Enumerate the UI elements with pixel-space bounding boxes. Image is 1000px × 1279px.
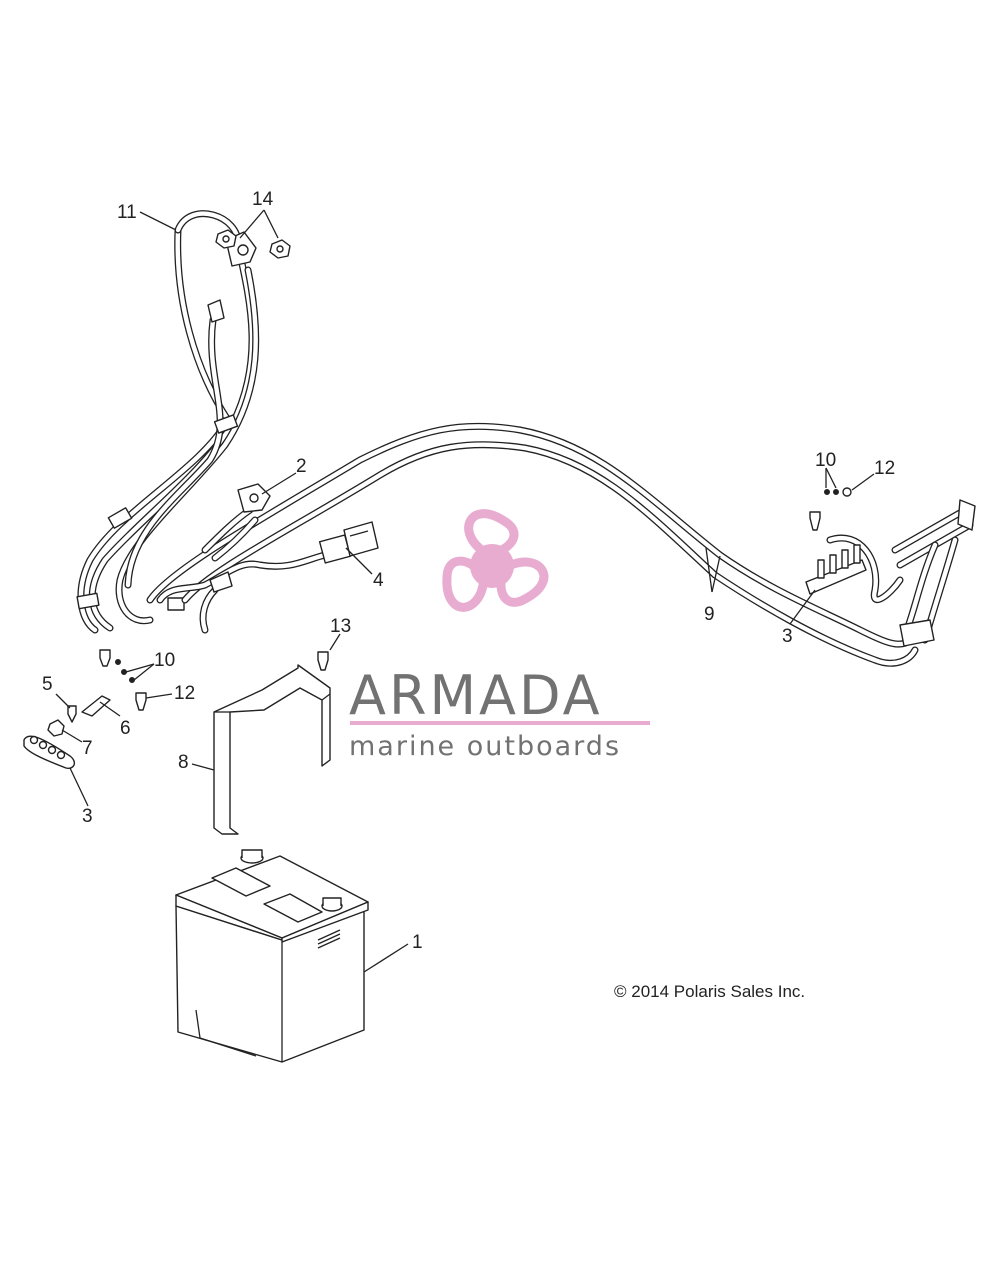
- callout-12-right: 12: [874, 458, 895, 479]
- callout-4: 4: [373, 570, 384, 591]
- terminal-studs-left: [29, 735, 66, 760]
- watermark-tagline: marine outboards: [349, 731, 621, 762]
- callout-13: 13: [330, 616, 351, 637]
- callout-3-left: 3: [82, 806, 93, 827]
- callout-9: 9: [704, 604, 715, 625]
- cable-4: [156, 521, 379, 634]
- callout-8: 8: [178, 752, 189, 773]
- terminal-studs-right: [817, 544, 861, 579]
- battery-bracket-8: [213, 651, 331, 835]
- watermark-brand: ARMADA: [349, 664, 603, 727]
- callout-10-left: 10: [154, 650, 175, 671]
- cable-9: [146, 422, 919, 667]
- callout-2: 2: [296, 456, 307, 477]
- leader-lines: [55, 209, 875, 973]
- watermark: ARMADA marine outboards: [349, 509, 650, 762]
- callout-7: 7: [82, 738, 93, 759]
- nut-14: [215, 229, 291, 259]
- callout-12-left: 12: [174, 683, 195, 704]
- callout-14: 14: [252, 189, 274, 210]
- watermark-divider: [350, 721, 650, 725]
- cable-2: [201, 483, 271, 562]
- copyright-notice: © 2014 Polaris Sales Inc.: [614, 982, 805, 1001]
- battery-1: [175, 849, 369, 1063]
- callout-5: 5: [42, 674, 53, 695]
- callout-6: 6: [120, 718, 131, 739]
- right-assembly: [805, 487, 976, 647]
- left-small-parts: [23, 649, 147, 770]
- propeller-logo-icon: [442, 509, 549, 612]
- callout-1: 1: [412, 932, 423, 953]
- callout-11: 11: [117, 202, 137, 223]
- callout-3-right: 3: [782, 626, 793, 647]
- callouts: 1 2 3 3 4 5 6 7 8 9 10 10 11 12 12 13 14: [42, 189, 895, 953]
- callout-10-right: 10: [815, 450, 836, 471]
- cable-harness-11: [76, 210, 260, 634]
